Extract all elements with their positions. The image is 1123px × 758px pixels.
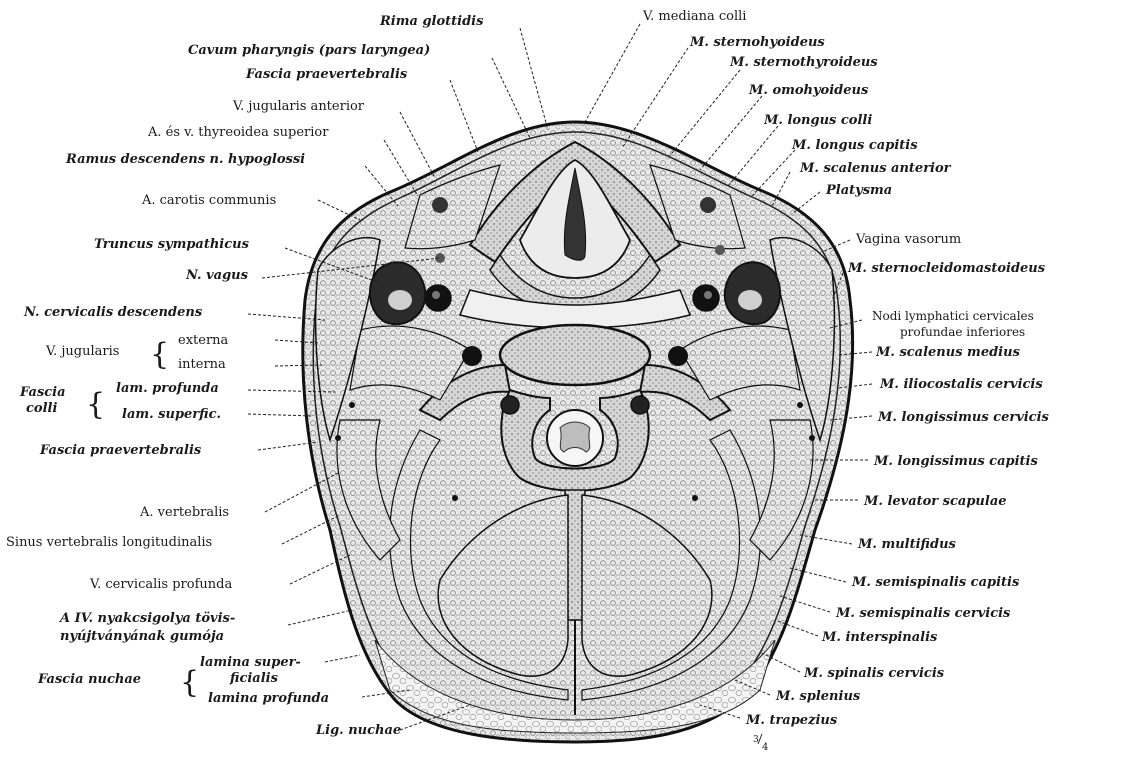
label-n-vagus: N. vagus bbox=[185, 268, 249, 283]
label-m-omohyoideus: M. omohyoideus bbox=[748, 83, 869, 98]
label-lig-nuchae: Lig. nuchae bbox=[315, 723, 401, 738]
deep-vein-left bbox=[462, 346, 482, 366]
label-v-jugularis-anterior: V. jugularis anterior bbox=[232, 99, 365, 114]
label-m-splenius: M. splenius bbox=[775, 689, 861, 704]
label-lamina-profunda: lamina profunda bbox=[208, 691, 329, 706]
vertebral-artery-left bbox=[501, 396, 519, 414]
label-nodi-lymphatici-1: Nodi lymphatici cervicales bbox=[872, 309, 1034, 323]
thyroid-vessel-left bbox=[432, 197, 448, 213]
label-a-carotis-communis: A. carotis communis bbox=[141, 193, 276, 208]
section-drawing bbox=[303, 122, 853, 742]
small-vessel bbox=[335, 435, 341, 441]
carotid-right-lumen bbox=[704, 291, 712, 299]
small-vessel bbox=[349, 402, 355, 408]
label-cavum-pharyngis: Cavum pharyngis (pars laryngea) bbox=[188, 43, 430, 58]
vagus-right bbox=[715, 245, 725, 255]
label-m-iliocostalis: M. iliocostalis cervicis bbox=[879, 377, 1043, 392]
label-fascia-colli-1: Fascia bbox=[19, 385, 66, 400]
label-m-longissimus-cervicis: M. longissimus cervicis bbox=[877, 410, 1050, 425]
label-rima-glottidis: Rima glottidis bbox=[379, 14, 484, 29]
label-m-trapezius: M. trapezius bbox=[745, 713, 838, 728]
label-lam-superfic: lam. superfic. bbox=[122, 407, 221, 422]
label-lamina-super-2: ficialis bbox=[229, 671, 279, 686]
label-sinus-vertebralis: Sinus vertebralis longitudinalis bbox=[6, 535, 212, 550]
label-platysma: Platysma bbox=[825, 183, 892, 198]
ijv-right-lumen bbox=[738, 290, 762, 310]
label-v-cervicalis-profunda: V. cervicalis profunda bbox=[89, 577, 232, 592]
vertebral-body bbox=[500, 325, 650, 385]
label-m-semispinalis-capitis: M. semispinalis capitis bbox=[851, 575, 1020, 590]
small-vessel bbox=[809, 435, 815, 441]
label-m-spinalis-cervicis: M. spinalis cervicis bbox=[803, 666, 945, 681]
label-m-longus-colli: M. longus colli bbox=[763, 113, 872, 128]
label-fascia-colli-2: colli bbox=[26, 401, 57, 416]
label-m-multifidus: M. multifidus bbox=[857, 537, 957, 552]
label-m-sternothyroideus: M. sternothyroideus bbox=[729, 55, 878, 70]
small-vessel bbox=[797, 402, 803, 408]
label-v-mediana-colli: V. mediana colli bbox=[642, 9, 746, 24]
label-m-sternohyoideus: M. sternohyoideus bbox=[689, 35, 825, 50]
label-fascia-praevertebralis-left: Fascia praevertebralis bbox=[39, 443, 202, 458]
label-nyak-2: nyújtványának gumója bbox=[60, 629, 224, 644]
small-vessel bbox=[452, 495, 458, 501]
label-truncus-sympathicus: Truncus sympathicus bbox=[94, 237, 250, 252]
label-m-longus-capitis: M. longus capitis bbox=[791, 138, 918, 153]
label-m-scalenus-anterior: M. scalenus anterior bbox=[799, 161, 952, 176]
label-fascia-nuchae: Fascia nuchae bbox=[37, 672, 141, 687]
small-vessel bbox=[692, 495, 698, 501]
brace-fascia-colli: { bbox=[86, 387, 105, 422]
label-nodi-lymphatici-2: profundae inferiores bbox=[900, 325, 1025, 339]
label-nyak-1: A IV. nyakcsigolya tövis- bbox=[58, 611, 235, 626]
label-m-semispinalis-cervicis: M. semispinalis cervicis bbox=[835, 606, 1011, 621]
label-externa: externa bbox=[178, 333, 229, 348]
label-m-interspinalis: M. interspinalis bbox=[821, 630, 938, 645]
grey-matter bbox=[560, 422, 590, 452]
label-n-cervicalis-descendens: N. cervicalis descendens bbox=[23, 305, 203, 320]
vertebral-artery-right bbox=[631, 396, 649, 414]
label-m-longissimus-capitis: M. longissimus capitis bbox=[873, 454, 1038, 469]
label-lamina-super-1: lamina super- bbox=[200, 655, 301, 670]
label-lam-profunda: lam. profunda bbox=[116, 381, 219, 396]
label-fascia-praevertebralis-top: Fascia praevertebralis bbox=[245, 67, 408, 82]
scale-denominator: 4 bbox=[762, 742, 768, 753]
deep-vein-right bbox=[668, 346, 688, 366]
label-interna: interna bbox=[178, 357, 226, 372]
label-m-sternocleidomastoideus: M. sternocleidomastoideus bbox=[847, 261, 1046, 276]
carotid-left-lumen bbox=[432, 291, 440, 299]
label-m-scalenus-medius: M. scalenus medius bbox=[875, 345, 1021, 360]
brace-fascia-nuchae: { bbox=[180, 665, 199, 700]
thyroid-vessel-right bbox=[700, 197, 716, 213]
label-vagina-vasorum: Vagina vasorum bbox=[855, 232, 961, 247]
label-v-jugularis: V. jugularis bbox=[45, 344, 119, 359]
ijv-left-lumen bbox=[388, 290, 412, 310]
brace-v-jugularis: { bbox=[150, 337, 169, 372]
label-a-vertebralis: A. vertebralis bbox=[139, 505, 229, 520]
label-m-levator-scapulae: M. levator scapulae bbox=[863, 494, 1007, 509]
label-ramus-descendens: Ramus descendens n. hypoglossi bbox=[65, 152, 305, 167]
label-a-v-thyreoidea: A. és v. thyreoidea superior bbox=[147, 125, 329, 140]
